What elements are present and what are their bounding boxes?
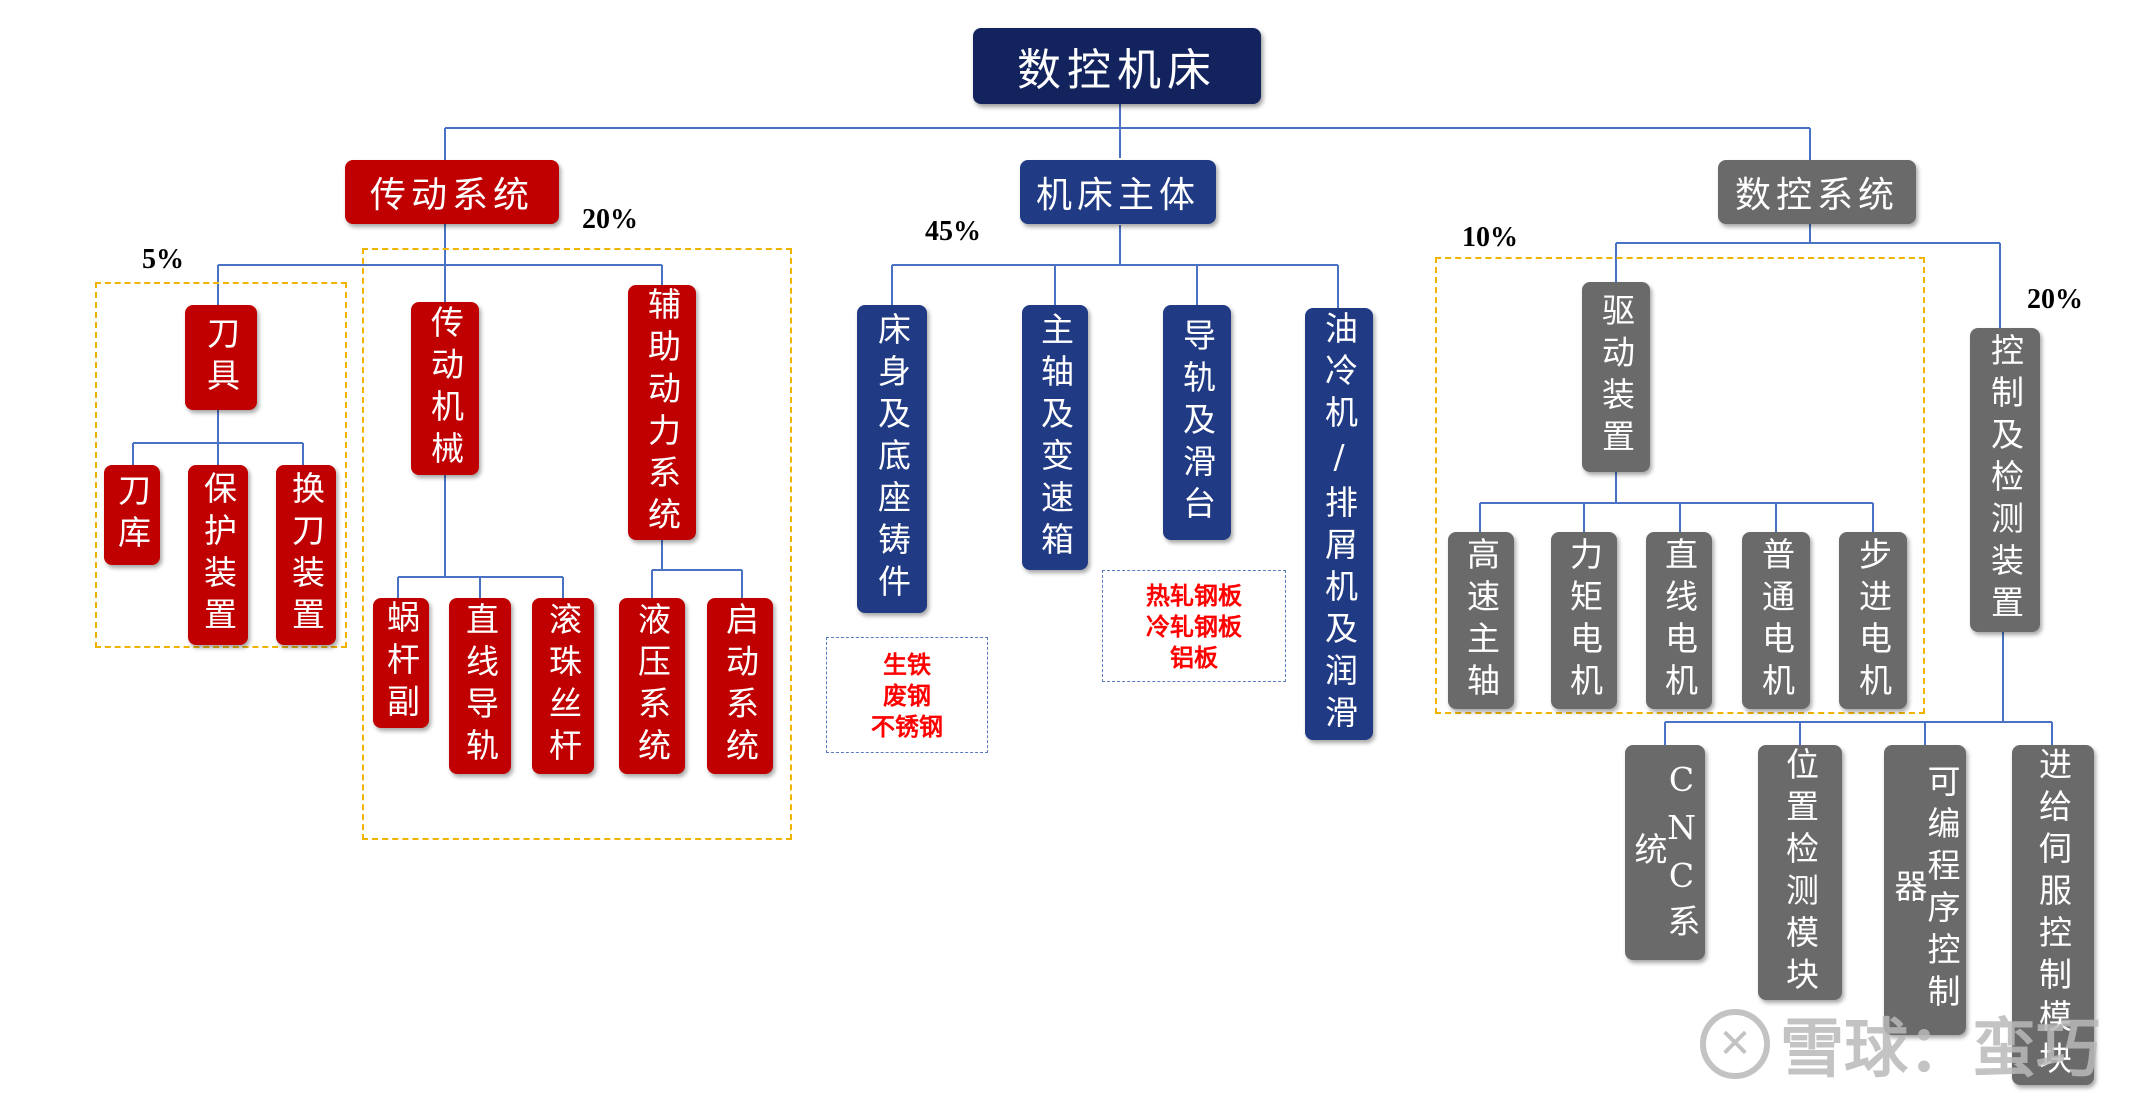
node-tool-magazine: 刀库	[104, 465, 160, 565]
node-hydraulic-system: 液压系统	[619, 598, 685, 774]
node-control-detection: 控制及检测装置	[1970, 328, 2040, 632]
node-starter-system: 启动系统	[707, 598, 773, 774]
node-cnc-system: 数控系统	[1718, 160, 1916, 224]
node-protection-device: 保护装置	[188, 465, 248, 645]
node-stepper-motor: 步进电机	[1839, 532, 1907, 709]
root-cnc-machine-tool: 数控机床	[973, 28, 1261, 104]
percent-drive: 10%	[1462, 222, 1518, 253]
node-feed-servo-module: 进给伺服控制模块	[2012, 745, 2094, 1085]
watermark: ✕ 雪球：蛮巧	[1700, 998, 2100, 1090]
node-drive-device: 驱动装置	[1582, 282, 1650, 472]
node-guide-slide: 导轨及滑台	[1163, 305, 1231, 540]
note-bed-material-2: 废钢	[883, 680, 931, 710]
node-transmission-system: 传动系统	[345, 160, 559, 224]
node-bed-castings: 床身及底座铸件	[857, 305, 927, 613]
percent-tool: 5%	[142, 244, 184, 275]
node-position-detection: 位置检测模块	[1758, 745, 1842, 1000]
watermark-text: 雪球：蛮巧	[1780, 1013, 2100, 1087]
note-guide-material-3: 铝板	[1170, 642, 1218, 672]
node-normal-motor: 普通电机	[1742, 532, 1810, 709]
snowball-logo-icon: ✕	[1700, 1009, 1770, 1079]
node-linear-guide: 直线导轨	[449, 598, 511, 774]
node-cnc-unit: CNC系统	[1625, 745, 1705, 960]
percent-transmission: 20%	[582, 204, 638, 235]
node-high-speed-spindle: 高速主轴	[1448, 532, 1514, 709]
transmission-group-frame	[362, 248, 792, 840]
node-spindle-gearbox: 主轴及变速箱	[1022, 305, 1088, 570]
node-oil-cooler-chip-lube: 油冷机/排屑机及润滑	[1305, 308, 1373, 740]
node-machine-body: 机床主体	[1020, 160, 1216, 224]
note-bed-material-3: 不锈钢	[871, 711, 943, 741]
note-guide-material-2: 冷轧钢板	[1146, 611, 1242, 641]
node-transmission-mechanics: 传动机械	[411, 302, 479, 475]
node-cutting-tool: 刀具	[185, 305, 257, 410]
percent-control: 20%	[2027, 284, 2083, 315]
node-ball-screw: 滚珠丝杆	[532, 598, 594, 774]
tool-group-frame	[95, 282, 347, 648]
percent-body: 45%	[925, 216, 981, 247]
note-bed-material-1: 生铁	[883, 649, 931, 679]
note-guide-materials: 热轧钢板 冷轧钢板 铝板	[1102, 570, 1286, 682]
note-bed-materials: 生铁 废钢 不锈钢	[826, 637, 988, 753]
node-worm-gear: 蜗杆副	[373, 598, 429, 728]
note-guide-material-1: 热轧钢板	[1146, 580, 1242, 610]
drive-group-frame	[1435, 257, 1925, 714]
node-linear-motor: 直线电机	[1646, 532, 1712, 709]
node-auxiliary-power: 辅助动力系统	[628, 285, 696, 540]
node-tool-changer: 换刀装置	[276, 465, 336, 645]
node-torque-motor: 力矩电机	[1551, 532, 1617, 709]
node-plc-controller: 可编程序控制器	[1884, 745, 1966, 1035]
